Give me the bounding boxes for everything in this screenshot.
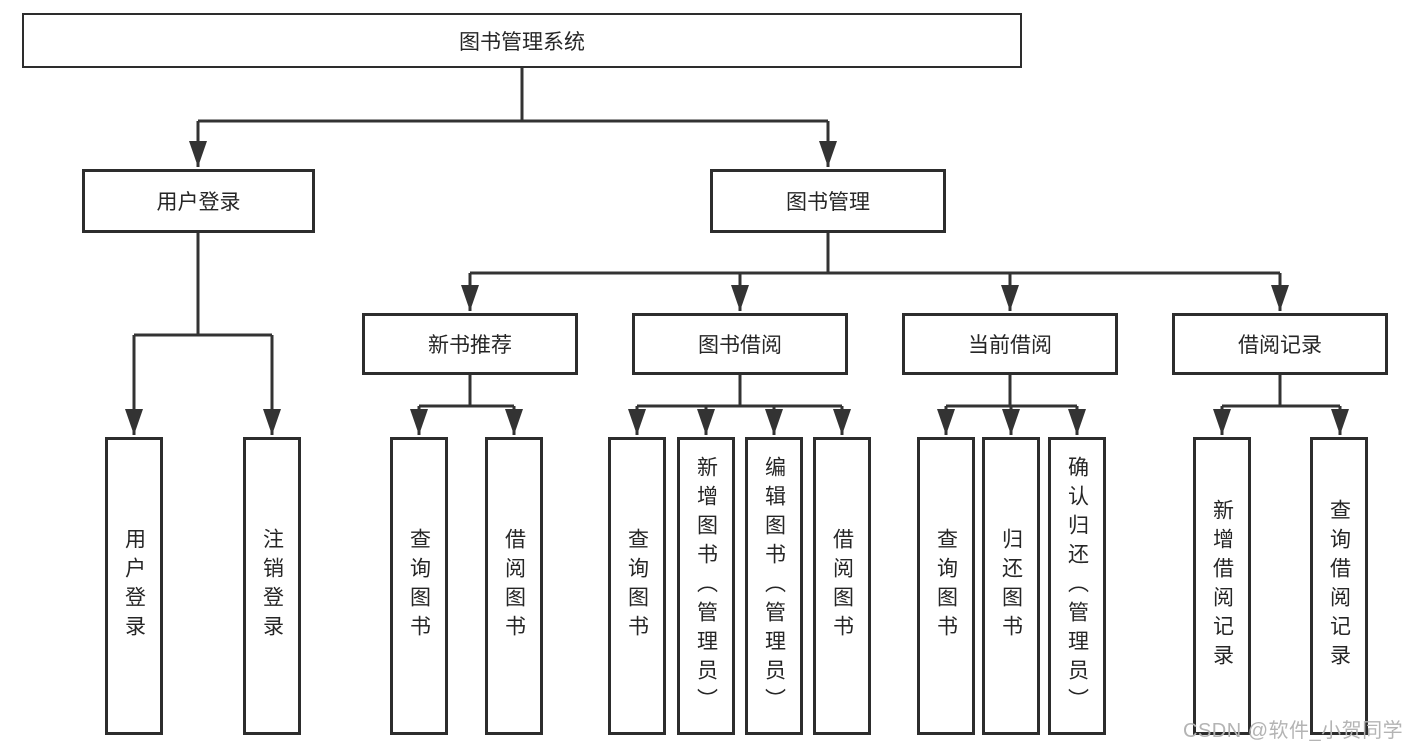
node-new-book-recommendation: 新书推荐 bbox=[362, 313, 578, 375]
leaf-query-books-current-label: 查询图书 bbox=[934, 528, 958, 644]
leaf-query-books-current: 查询图书 bbox=[917, 437, 975, 735]
node-book-management-label: 图书管理 bbox=[786, 191, 870, 214]
node-user-login: 用户登录 bbox=[82, 169, 315, 233]
leaf-logout: 注销登录 bbox=[243, 437, 301, 735]
leaf-user-login: 用户登录 bbox=[105, 437, 163, 735]
leaf-query-borrow-record: 查询借阅记录 bbox=[1310, 437, 1368, 735]
leaf-query-books-borrowing-label: 查询图书 bbox=[625, 528, 649, 644]
leaf-add-borrow-record: 新增借阅记录 bbox=[1193, 437, 1251, 735]
leaf-confirm-return-admin: 确认归还（管理员） bbox=[1048, 437, 1106, 735]
leaf-query-borrow-record-label: 查询借阅记录 bbox=[1327, 499, 1351, 673]
leaf-edit-books-admin-label: 编辑图书（管理员） bbox=[762, 455, 786, 717]
leaf-confirm-return-admin-label: 确认归还（管理员） bbox=[1065, 455, 1089, 717]
leaf-borrow-books-recommendation-label: 借阅图书 bbox=[502, 528, 526, 644]
leaf-borrow-books-borrowing-label: 借阅图书 bbox=[830, 528, 854, 644]
node-current-borrowing: 当前借阅 bbox=[902, 313, 1118, 375]
leaf-user-login-label: 用户登录 bbox=[122, 528, 146, 644]
node-root-system: 图书管理系统 bbox=[22, 13, 1022, 68]
leaf-logout-label: 注销登录 bbox=[260, 528, 284, 644]
node-borrowing-records: 借阅记录 bbox=[1172, 313, 1388, 375]
leaf-query-books-recommendation-label: 查询图书 bbox=[407, 528, 431, 644]
node-book-management: 图书管理 bbox=[710, 169, 946, 233]
leaf-return-books-label: 归还图书 bbox=[999, 528, 1023, 644]
leaf-return-books: 归还图书 bbox=[982, 437, 1040, 735]
leaf-add-borrow-record-label: 新增借阅记录 bbox=[1210, 499, 1234, 673]
leaf-borrow-books-recommendation: 借阅图书 bbox=[485, 437, 543, 735]
node-user-login-label: 用户登录 bbox=[156, 191, 241, 214]
leaf-add-books-admin-label: 新增图书（管理员） bbox=[694, 455, 718, 717]
node-book-borrowing: 图书借阅 bbox=[632, 313, 848, 375]
node-new-book-recommendation-label: 新书推荐 bbox=[428, 334, 512, 357]
csdn-watermark: CSDN @软件_小贺同学 bbox=[1183, 720, 1404, 742]
leaf-borrow-books-borrowing: 借阅图书 bbox=[813, 437, 871, 735]
node-book-borrowing-label: 图书借阅 bbox=[698, 334, 782, 357]
leaf-query-books-borrowing: 查询图书 bbox=[608, 437, 666, 735]
node-root-label: 图书管理系统 bbox=[459, 30, 585, 54]
leaf-edit-books-admin: 编辑图书（管理员） bbox=[745, 437, 803, 735]
leaf-add-books-admin: 新增图书（管理员） bbox=[677, 437, 735, 735]
node-borrowing-records-label: 借阅记录 bbox=[1238, 334, 1322, 357]
leaf-query-books-recommendation: 查询图书 bbox=[390, 437, 448, 735]
node-current-borrowing-label: 当前借阅 bbox=[968, 334, 1052, 357]
